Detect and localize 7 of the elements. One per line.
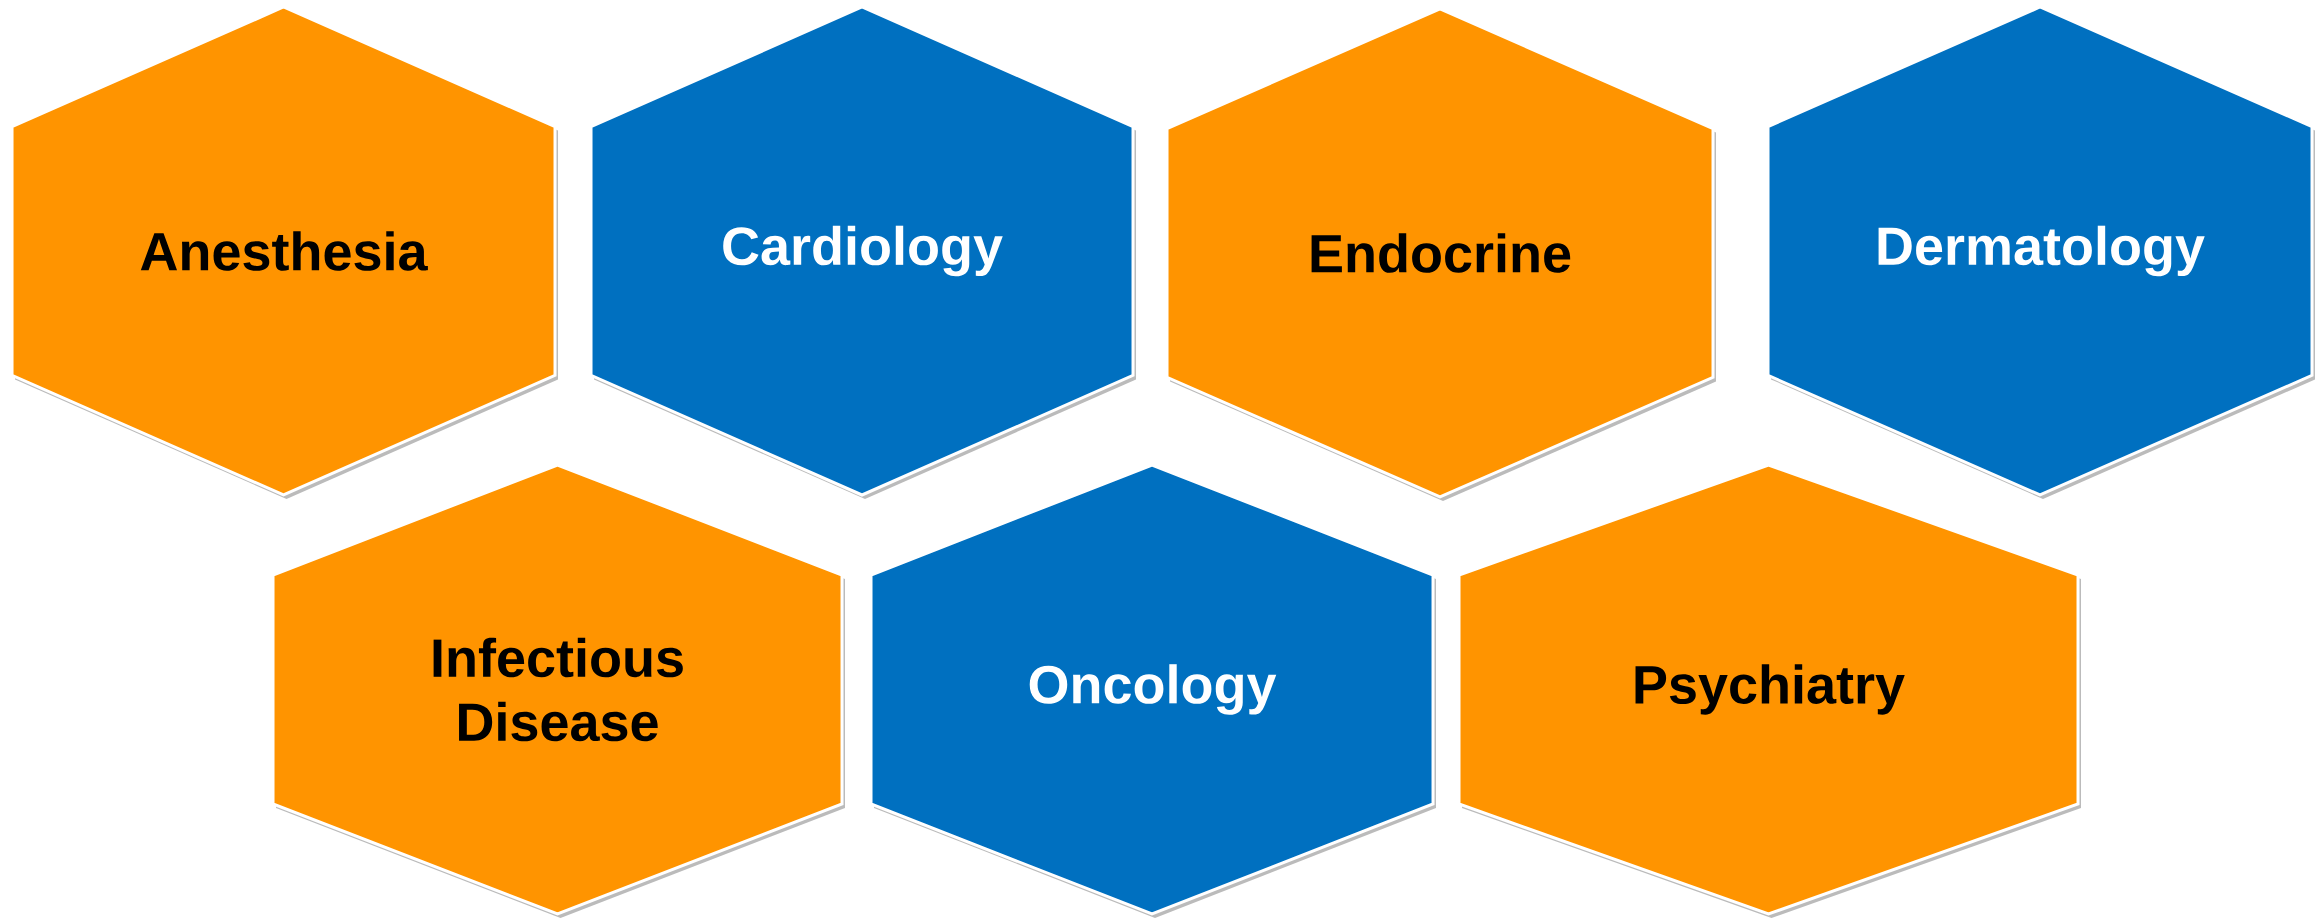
hexagon: Cardiology [589,5,1136,499]
hexagon: Anesthesia [10,5,558,499]
hexagon: Oncology [869,463,1436,918]
hexagon: Psychiatry [1457,463,2081,918]
hexagon: Endocrine [1165,7,1716,501]
hexagon: Dermatology [1766,5,2315,499]
hexagon: Infectious Disease [271,463,845,918]
